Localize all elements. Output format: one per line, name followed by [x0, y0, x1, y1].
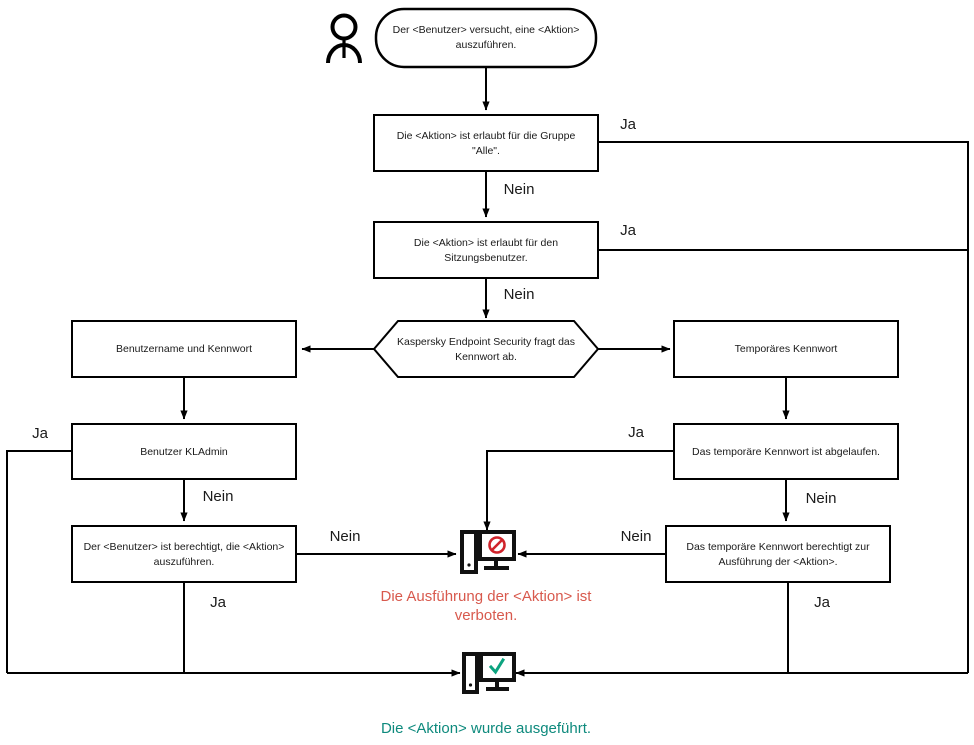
edge-label-group-all-yes: Ja [620, 116, 637, 133]
allowed-monitor-icon [462, 652, 516, 694]
start-node: Der <Benutzer> versucht, eine <Aktion> a… [374, 7, 598, 69]
ask-password-line1: Kaspersky Endpoint Security fragt das [397, 336, 575, 348]
decision-temp-password-authorizes-line2: Ausführung der <Aktion>. [718, 556, 837, 568]
deny-caption-line2: verboten. [455, 607, 518, 624]
username-password-label: Benutzername und Kennwort [116, 343, 252, 355]
edge-label-temp-authorizes-yes: Ja [814, 594, 831, 611]
edge-label-user-authorized-no: Nein [330, 528, 361, 545]
edge-label-session-user-no: Nein [504, 286, 535, 303]
allow-caption: Die <Aktion> wurde ausgeführt. [381, 720, 591, 737]
edge-label-temp-expired-no: Nein [806, 490, 837, 507]
decision-session-user: Die <Aktion> ist erlaubt für den Sitzung… [373, 221, 599, 279]
decision-temp-password-authorizes: Das temporäre Kennwort berechtigt zur Au… [665, 525, 891, 583]
decision-temp-password-expired-label: Das temporäre Kennwort ist abgelaufen. [692, 446, 880, 458]
deny-caption-line1: Die Ausführung der <Aktion> ist [381, 588, 593, 605]
decision-group-all: Die <Aktion> ist erlaubt für die Gruppe … [373, 114, 599, 172]
start-node-line1: Der <Benutzer> versucht, eine <Aktion> [393, 24, 580, 36]
decision-group-all-line2: "Alle". [472, 145, 500, 157]
edge-group-all-yes [598, 141, 969, 673]
edge-label-temp-authorizes-no: Nein [621, 528, 652, 545]
decision-group-all-line1: Die <Aktion> ist erlaubt für die Gruppe [397, 130, 576, 142]
decision-user-authorized: Der <Benutzer> ist berechtigt, die <Akti… [71, 525, 297, 583]
forbidden-monitor-icon [460, 530, 516, 574]
edge-label-temp-expired-yes: Ja [628, 424, 645, 441]
edge-label-kladmin-no: Nein [203, 488, 234, 505]
decision-temp-password-authorizes-line1: Das temporäre Kennwort berechtigt zur [686, 541, 870, 553]
user-icon [326, 13, 362, 64]
edge-label-group-all-no: Nein [504, 181, 535, 198]
decision-user-authorized-line2: auszuführen. [154, 556, 215, 568]
start-node-line2: auszuführen. [456, 39, 517, 51]
decision-session-user-line2: Sitzungsbenutzer. [444, 252, 527, 264]
temp-password-node: Temporäres Kennwort [673, 320, 899, 378]
edge-label-user-authorized-yes: Ja [210, 594, 227, 611]
edge-label-session-user-yes: Ja [620, 222, 637, 239]
decision-user-authorized-line1: Der <Benutzer> ist berechtigt, die <Akti… [84, 541, 285, 553]
edge-kladmin-yes [6, 450, 72, 673]
edge-label-kladmin-yes: Ja [32, 425, 49, 442]
ask-password-node: Kaspersky Endpoint Security fragt das Ke… [372, 320, 600, 378]
username-password-node: Benutzername und Kennwort [71, 320, 297, 378]
ask-password-line2: Kennwort ab. [455, 351, 517, 363]
temp-password-label: Temporäres Kennwort [735, 343, 838, 355]
decision-kladmin-label: Benutzer KLAdmin [140, 446, 228, 458]
decision-kladmin: Benutzer KLAdmin [71, 423, 297, 480]
decision-temp-password-expired: Das temporäre Kennwort ist abgelaufen. [673, 423, 899, 480]
edge-temp-expired-yes [483, 450, 674, 531]
decision-session-user-line1: Die <Aktion> ist erlaubt für den [414, 237, 558, 249]
